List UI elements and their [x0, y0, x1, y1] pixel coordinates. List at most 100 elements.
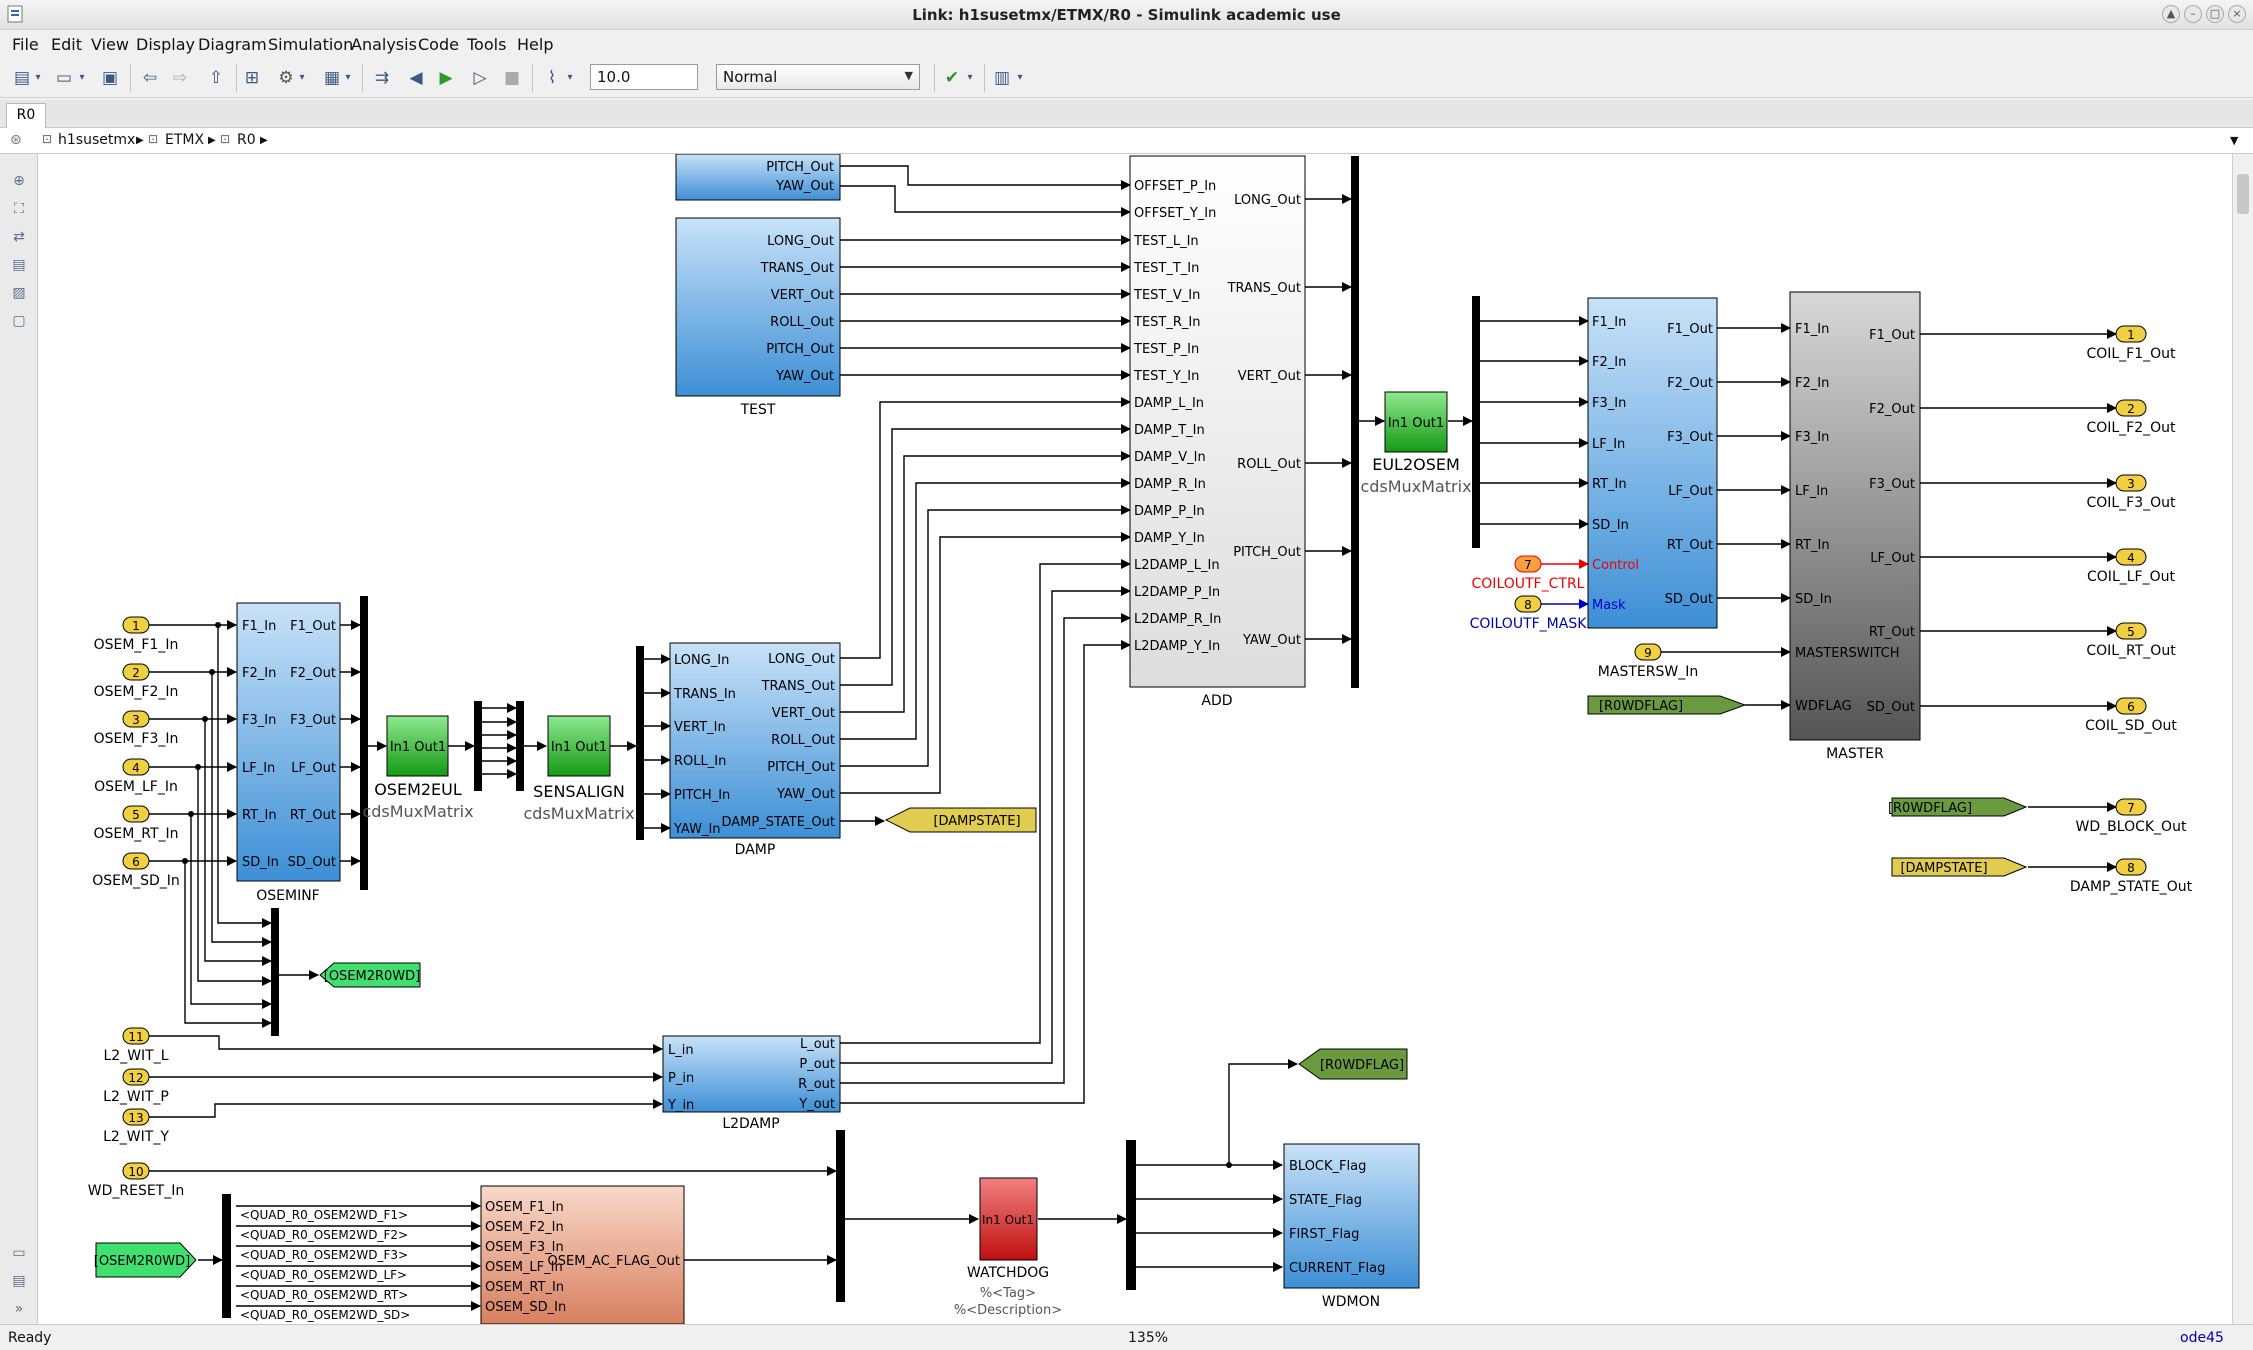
inport-osem-lf[interactable]: 4 OSEM_LF_In [94, 758, 178, 795]
from-osem2r0wd[interactable]: [OSEM2R0WD] [94, 1242, 197, 1278]
arrow-icon[interactable]: ⇄ [13, 229, 25, 245]
step-forward-icon[interactable]: ▷ [473, 68, 487, 88]
solver-link[interactable]: ode45 [2180, 1330, 2224, 1346]
damp-block[interactable]: LONG_In TRANS_In VERT_In ROLL_In PITCH_I… [669, 642, 841, 858]
model-browser-icon[interactable]: ▭ [12, 1245, 26, 1261]
scrollbar-thumb[interactable] [2237, 174, 2249, 214]
area-icon[interactable]: ▢ [12, 313, 26, 329]
inport-mastersw[interactable]: 9 MASTERSW_In [1598, 643, 1698, 680]
inport-coiloutf-ctrl[interactable]: 7 COILOUTF_CTRL [1472, 555, 1585, 592]
menu-display[interactable]: Display [136, 35, 195, 54]
sensalign-block[interactable]: In1 Out1 SENSALIGN cdsMuxMatrix [523, 715, 635, 823]
grid-dropdown-icon[interactable]: ▾ [1017, 72, 1023, 83]
inport-l2-wit-l[interactable]: 11 L2_WIT_L [103, 1027, 169, 1064]
back-icon[interactable]: ⇦ [142, 68, 158, 88]
breadcrumb-h1susetmx[interactable]: h1susetmx [58, 132, 136, 148]
outport-coil-sd[interactable]: 6 COIL_SD_Out [2085, 697, 2177, 734]
from-r0wdflag-master[interactable]: [R0WDFLAG] [1587, 695, 1747, 715]
inport-l2-wit-p[interactable]: 12 L2_WIT_P [103, 1068, 169, 1105]
scope-icon[interactable]: ⌇ [547, 68, 557, 88]
outport-damp-state[interactable]: 8 DAMP_STATE_Out [2070, 858, 2193, 895]
l2damp-block[interactable]: L_in P_in Y_in L_out P_out R_out Y_out L… [662, 1035, 841, 1132]
inport-wd-reset[interactable]: 10 WD_RESET_In [88, 1162, 184, 1199]
forward-icon[interactable]: ⇨ [172, 68, 188, 88]
explorer-bar-icon[interactable]: ▤ [12, 1273, 26, 1289]
new-model-icon[interactable]: ▤ [13, 68, 31, 88]
fit-view-icon[interactable]: ⛶ [14, 201, 24, 217]
osem-ac-flag-block[interactable]: OSEM_F1_In OSEM_F2_In OSEM_F3_In OSEM_LF… [480, 1185, 685, 1324]
hide-browser-icon[interactable]: ⊛ [10, 132, 22, 148]
outport-coil-f2[interactable]: 2 COIL_F2_Out [2086, 399, 2176, 436]
coilout-block[interactable]: F1_In F2_In F3_In LF_In RT_In SD_In Cont… [1587, 297, 1718, 629]
inport-osem-f2[interactable]: 2 OSEM_F2_In [94, 663, 179, 700]
inport-osem-f1[interactable]: 1 OSEM_F1_In [94, 616, 179, 653]
maximize-icon[interactable]: □ [2206, 5, 2224, 23]
watchdog-block[interactable]: In1 Out1 WATCHDOG %<Tag> %<Description> [954, 1177, 1062, 1318]
breadcrumb-r0[interactable]: R0 [237, 132, 256, 148]
run-icon[interactable]: ▶ [439, 68, 453, 88]
oseminf-block[interactable]: F1_In F2_In F3_In LF_In RT_In SD_In F1_O… [236, 602, 341, 904]
inport-osem-sd[interactable]: 6 OSEM_SD_In [92, 852, 180, 889]
grid-icon[interactable]: ▥ [993, 68, 1011, 88]
from-r0wdflag-wd[interactable]: [R0WDFLAG] [1888, 797, 2028, 817]
inport-coiloutf-mask[interactable]: 8 COILOUTF_MASK [1470, 595, 1588, 632]
menu-diagram[interactable]: Diagram [198, 35, 267, 54]
settings-dropdown-icon[interactable]: ▾ [299, 72, 305, 83]
outport-wd-block[interactable]: 7 WD_BLOCK_Out [2076, 798, 2187, 835]
top-block[interactable]: PITCH_Out YAW_Out [675, 154, 841, 201]
menu-view[interactable]: View [91, 35, 129, 54]
image-icon[interactable]: ▨ [12, 285, 26, 301]
osem2eul-block[interactable]: In1 Out1 OSEM2EUL cdsMuxMatrix [362, 715, 474, 821]
explorer-dropdown-icon[interactable]: ▾ [345, 72, 351, 83]
expand-icon[interactable]: » [14, 1301, 24, 1317]
goto-dampstate[interactable]: [DAMPSTATE] [884, 807, 1037, 833]
save-icon[interactable]: ▣ [101, 68, 119, 88]
wdmon-block[interactable]: BLOCK_Flag STATE_Flag FIRST_Flag CURRENT… [1283, 1143, 1420, 1310]
new-dropdown-icon[interactable]: ▾ [35, 72, 41, 83]
menu-tools[interactable]: Tools [467, 35, 507, 54]
outport-coil-f1[interactable]: 1 COIL_F1_Out [2086, 325, 2176, 362]
outport-coil-f3[interactable]: 3 COIL_F3_Out [2086, 474, 2176, 511]
inport-l2-wit-y[interactable]: 13 L2_WIT_Y [103, 1108, 169, 1145]
vertical-scrollbar[interactable] [2232, 154, 2253, 1324]
up-level-icon[interactable]: ⇧ [208, 68, 224, 88]
master-block[interactable]: F1_In F2_In F3_In LF_In RT_In SD_In MAST… [1789, 291, 1921, 762]
annotation-icon[interactable]: ▤ [12, 257, 26, 273]
scope-dropdown-icon[interactable]: ▾ [567, 72, 573, 83]
menu-analysis[interactable]: Analysis [351, 35, 417, 54]
eul2osem-block[interactable]: In1 Out1 EUL2OSEM cdsMuxMatrix [1360, 391, 1472, 496]
close-icon[interactable]: × [2228, 5, 2246, 23]
menu-help[interactable]: Help [517, 35, 554, 54]
outport-coil-lf[interactable]: 4 COIL_LF_Out [2087, 548, 2175, 585]
open-dropdown-icon[interactable]: ▾ [79, 72, 85, 83]
inport-osem-f3[interactable]: 3 OSEM_F3_In [94, 710, 179, 747]
test-block[interactable]: LONG_Out TRANS_Out VERT_Out ROLL_Out PIT… [675, 217, 841, 418]
from-dampstate[interactable]: [DAMPSTATE] [1891, 857, 2028, 877]
menu-edit[interactable]: Edit [51, 35, 82, 54]
add-block[interactable]: OFFSET_P_In OFFSET_Y_In TEST_L_In TEST_T… [1129, 155, 1306, 709]
diagram-canvas[interactable]: PITCH_Out YAW_Out LONG_Out TRANS_Out VER… [38, 154, 2232, 1324]
zoom-icon[interactable]: ⊕ [13, 173, 25, 189]
advisor-dropdown-icon[interactable]: ▾ [967, 72, 973, 83]
step-back-icon[interactable]: ◀ [409, 68, 423, 88]
outport-coil-rt[interactable]: 5 COIL_RT_Out [2086, 622, 2176, 659]
stop-icon[interactable]: ■ [503, 68, 521, 88]
model-advisor-icon[interactable]: ✔ [944, 68, 960, 88]
goto-r0wdflag[interactable]: [R0WDFLAG] [1298, 1048, 1408, 1080]
open-folder-icon[interactable]: ▭ [55, 68, 73, 88]
build-icon[interactable]: ⇉ [374, 68, 390, 88]
library-browser-icon[interactable]: ⊞ [244, 68, 260, 88]
model-settings-icon[interactable]: ⚙ [278, 68, 294, 88]
stop-time-input[interactable] [590, 64, 698, 90]
minimize-icon[interactable]: – [2184, 5, 2202, 23]
menu-file[interactable]: File [12, 35, 39, 54]
tab-r0[interactable]: R0 [6, 103, 46, 128]
simulation-mode-select[interactable]: Normal▼ [716, 64, 920, 90]
address-dropdown-icon[interactable]: ▼ [2230, 134, 2239, 147]
inport-osem-rt[interactable]: 5 OSEM_RT_In [93, 805, 179, 842]
model-explorer-icon[interactable]: ▦ [323, 68, 341, 88]
window-up-icon[interactable]: ▲ [2162, 5, 2180, 23]
menu-code[interactable]: Code [418, 35, 459, 54]
goto-osem2r0wd[interactable]: [OSEM2R0WD] [319, 962, 421, 988]
breadcrumb-etmx[interactable]: ETMX [165, 132, 205, 148]
